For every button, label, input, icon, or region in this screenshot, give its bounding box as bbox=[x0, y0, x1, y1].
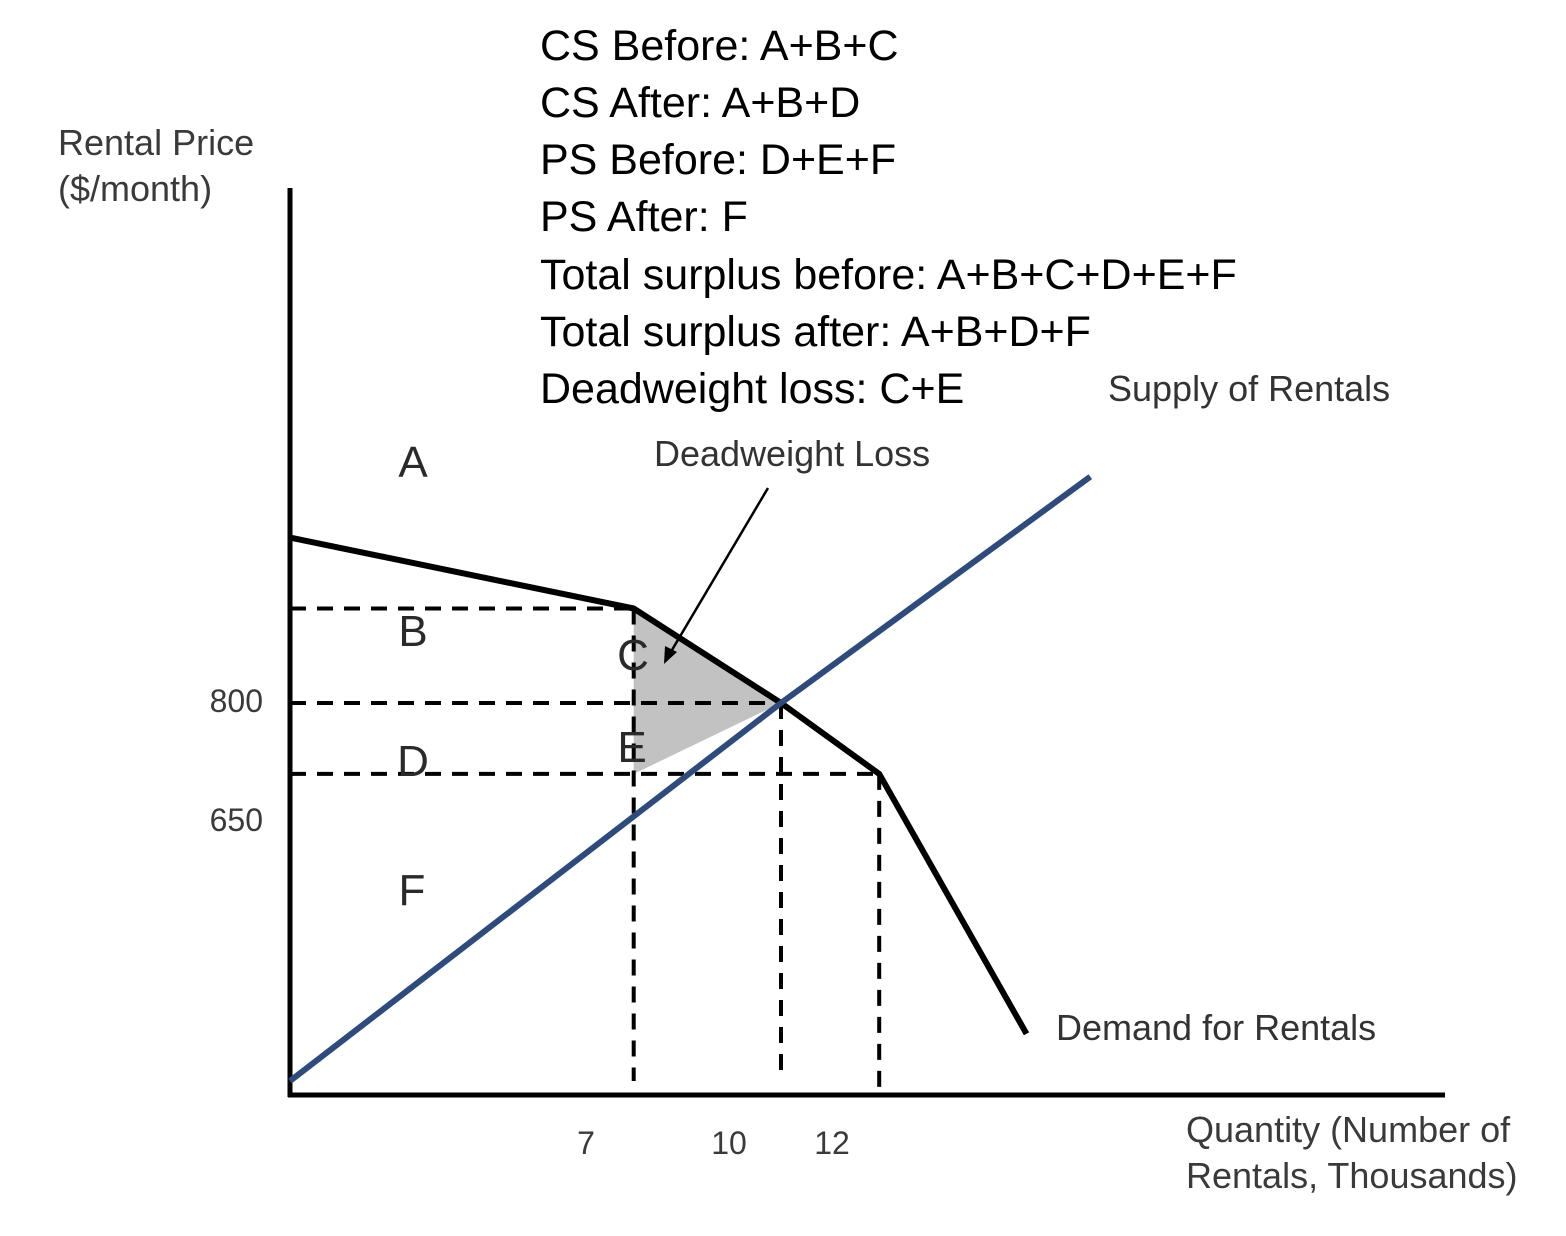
summary-line: CS After: A+B+D bbox=[540, 79, 860, 127]
y-tick-800: 800 bbox=[210, 683, 263, 719]
region-d-label: D bbox=[397, 737, 429, 786]
summary-line: Total surplus after: A+B+D+F bbox=[540, 308, 1091, 356]
supply-curve bbox=[288, 474, 1093, 1084]
supply-label: Supply of Rentals bbox=[1108, 368, 1390, 409]
x-tick-10: 10 bbox=[711, 1125, 747, 1161]
region-b-label: B bbox=[398, 607, 427, 656]
region-c-label: C bbox=[617, 631, 649, 680]
y-axis-title: Rental Price ($/month) bbox=[58, 122, 264, 209]
summary-line: CS Before: A+B+C bbox=[540, 22, 899, 70]
demand-label: Demand for Rentals bbox=[1056, 1007, 1376, 1048]
summary-line: Total surplus before: A+B+C+D+E+F bbox=[540, 251, 1237, 299]
x-axis-title: Quantity (Number of Rentals, Thousands) bbox=[1186, 1109, 1520, 1196]
deadweight-loss-arrow bbox=[664, 487, 770, 664]
surplus-summary: CS Before: A+B+C CS After: A+B+D PS Befo… bbox=[540, 22, 1237, 413]
summary-line: PS After: F bbox=[540, 193, 748, 241]
x-tick-12: 12 bbox=[814, 1125, 850, 1161]
region-a-label: A bbox=[398, 438, 428, 487]
summary-line: PS Before: D+E+F bbox=[540, 136, 896, 184]
dashed-guides bbox=[290, 606, 882, 1096]
region-f-label: F bbox=[399, 866, 426, 915]
x-tick-7: 7 bbox=[577, 1125, 595, 1161]
summary-line: Deadweight loss: C+E bbox=[540, 365, 964, 413]
deadweight-loss-annotation: Deadweight Loss bbox=[654, 433, 930, 474]
y-tick-650: 650 bbox=[210, 802, 263, 838]
region-e-label: E bbox=[617, 723, 646, 772]
